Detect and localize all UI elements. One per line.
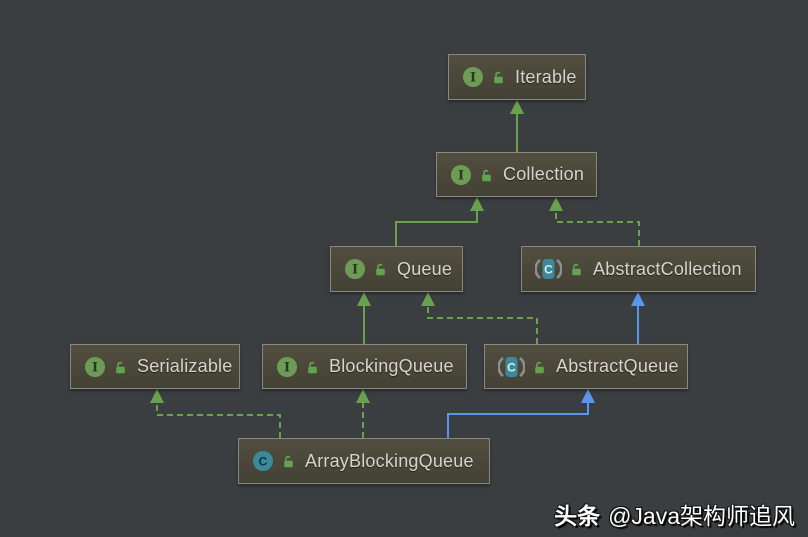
svg-text:I: I <box>458 168 464 183</box>
edge-abstractqueue-implements-queue <box>421 292 538 344</box>
interface-icon: I <box>451 164 471 185</box>
node-arrayblockingqueue[interactable]: C ArrayBlockingQueue <box>238 438 490 484</box>
public-unlocked-icon <box>492 70 505 84</box>
arrowhead-icon <box>470 197 484 211</box>
watermark-brand: 头条 <box>554 503 601 529</box>
arrowhead-icon <box>581 389 595 403</box>
arrowhead-icon <box>421 292 435 306</box>
class-icon: C <box>253 451 273 471</box>
svg-text:I: I <box>92 360 98 375</box>
arrowhead-icon <box>510 100 524 114</box>
svg-text:I: I <box>352 263 358 278</box>
edge-arrayblockingqueue-extends-abstractqueue <box>447 389 595 438</box>
class-name-label: Collection <box>503 164 585 184</box>
watermark: 头条 @Java架构师追风 <box>554 497 795 531</box>
node-iterable[interactable]: I Iterable <box>448 54 586 100</box>
interface-icon: I <box>463 67 483 87</box>
public-unlocked-icon <box>114 360 127 374</box>
svg-text:I: I <box>284 360 290 375</box>
abstract-class-icon: C <box>535 258 562 280</box>
abstract-class-icon: C <box>498 356 525 377</box>
public-unlocked-icon <box>570 262 583 276</box>
svg-text:C: C <box>544 263 553 277</box>
node-abstractqueue[interactable]: C AbstractQueue <box>484 344 688 389</box>
svg-text:C: C <box>259 455 268 469</box>
class-name-label: Serializable <box>137 356 233 376</box>
class-name-label: Iterable <box>515 66 577 87</box>
node-abstractcollection[interactable]: C AbstractCollection <box>521 246 756 292</box>
arrowhead-icon <box>150 389 164 403</box>
interface-icon: I <box>85 356 105 377</box>
public-unlocked-icon <box>533 360 546 374</box>
class-name-label: ArrayBlockingQueue <box>305 450 474 471</box>
node-queue[interactable]: I Queue <box>330 246 463 292</box>
class-name-label: BlockingQueue <box>329 356 454 376</box>
interface-icon: I <box>277 356 297 377</box>
edge-arrayblockingqueue-implements-serializable <box>150 389 281 438</box>
arrowhead-icon <box>631 292 645 306</box>
class-name-label: AbstractQueue <box>556 356 679 376</box>
class-name-label: Queue <box>397 258 453 279</box>
node-blockingqueue[interactable]: I BlockingQueue <box>262 344 467 389</box>
public-unlocked-icon <box>374 262 387 276</box>
svg-text:C: C <box>507 360 516 374</box>
class-name-label: AbstractCollection <box>593 258 742 279</box>
edge-queue-extends-collection <box>395 197 484 246</box>
node-collection[interactable]: I Collection <box>436 152 597 197</box>
interface-icon: I <box>345 259 365 279</box>
edge-abstractcollection-implements-collection <box>549 197 640 246</box>
node-serializable[interactable]: I Serializable <box>70 344 240 389</box>
public-unlocked-icon <box>282 454 295 468</box>
edge-collection-extends-iterable <box>510 100 524 152</box>
public-unlocked-icon <box>480 168 493 182</box>
arrowhead-icon <box>356 389 370 403</box>
arrowhead-icon <box>549 197 563 211</box>
watermark-handle: @Java架构师追风 <box>608 503 795 529</box>
arrowhead-icon <box>357 292 371 306</box>
public-unlocked-icon <box>306 360 319 374</box>
svg-text:I: I <box>470 71 476 86</box>
edge-abstractqueue-extends-abstractcollection <box>631 292 645 344</box>
edge-blockingqueue-extends-queue <box>357 292 371 344</box>
edge-arrayblockingqueue-implements-blockingqueue <box>356 389 370 438</box>
